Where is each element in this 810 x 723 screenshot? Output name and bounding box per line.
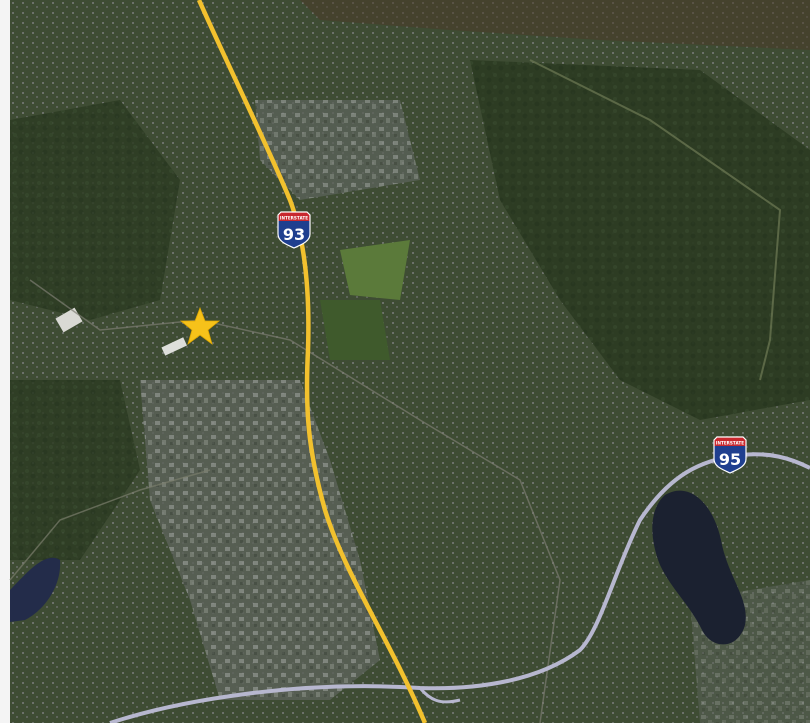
shield-i95: INTERSTATE 95 <box>713 436 747 474</box>
pond-west <box>10 557 61 622</box>
golf-course <box>340 240 410 300</box>
road-secondary-3 <box>9 469 211 581</box>
office-park-north <box>255 100 420 200</box>
road-secondary-1 <box>29 279 561 723</box>
forest-west <box>10 100 180 320</box>
shield-i93-number: 93 <box>283 225 305 244</box>
shield-i95-number: 95 <box>719 450 741 469</box>
lake-east <box>652 490 746 645</box>
commercial-district-south <box>140 380 380 700</box>
forest-northeast <box>470 60 810 420</box>
forest-southwest <box>10 380 140 560</box>
star-icon[interactable] <box>179 306 221 346</box>
building-roof <box>161 337 187 356</box>
shield-i93: INTERSTATE 93 <box>277 211 311 249</box>
road-secondary-2 <box>529 59 782 381</box>
highway-i95-ramp <box>418 687 461 704</box>
highway-i93 <box>196 0 428 723</box>
map-left-edge <box>0 0 10 723</box>
wetland-north <box>300 0 810 50</box>
shield-i93-top-text: INTERSTATE <box>280 216 308 221</box>
green-field-center <box>320 300 390 360</box>
warehouse-roof <box>55 307 83 333</box>
shield-i95-top-text: INTERSTATE <box>716 441 744 446</box>
